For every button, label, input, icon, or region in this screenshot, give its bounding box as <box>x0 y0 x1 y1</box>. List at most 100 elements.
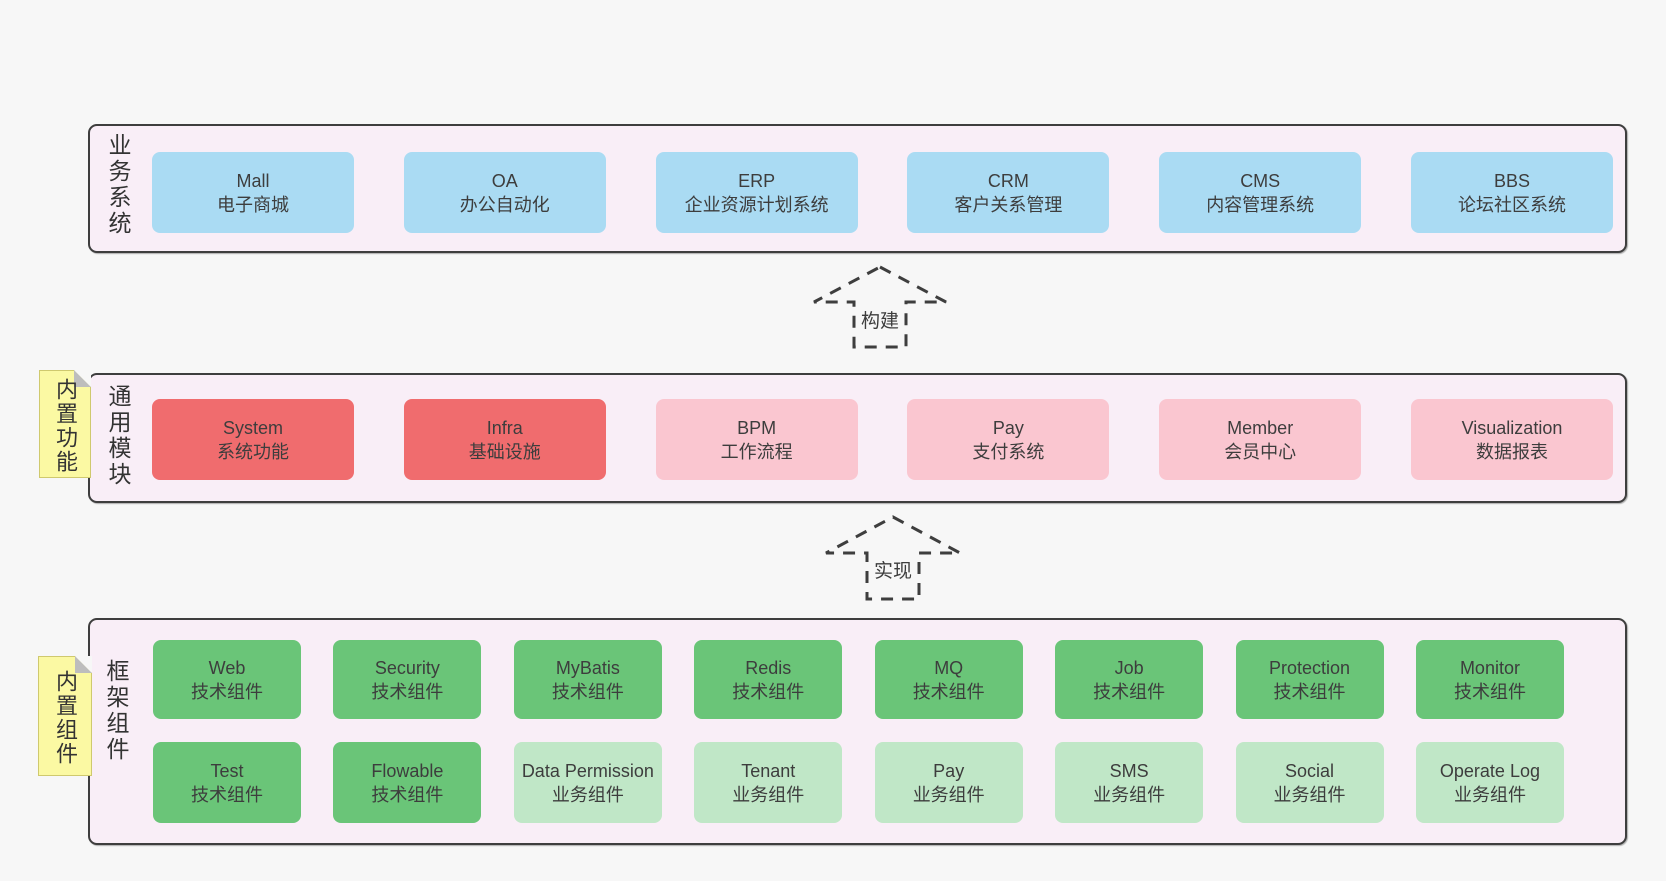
up-arrow-dashed-icon <box>825 515 961 601</box>
arrow-implement-label: 实现 <box>870 555 916 584</box>
box-subtitle-zh: 业务组件 <box>1453 784 1526 805</box>
box-subtitle-zh: 客户关系管理 <box>954 194 1063 215</box>
box-subtitle-zh: 业务组件 <box>551 784 624 805</box>
box-subtitle-zh: 数据报表 <box>1475 441 1548 462</box>
box-title-en: Data Permission <box>521 760 654 781</box>
box-data-permission: Data Permission 业务组件 <box>513 742 662 823</box>
box-job: Job 技术组件 <box>1055 640 1204 719</box>
sticky-note-built-in-functions: 内置功能 <box>39 370 91 478</box>
box-title-en: Protection <box>1269 657 1351 678</box>
box-subtitle-zh: 办公自动化 <box>459 194 550 215</box>
box-subtitle-zh: 论坛社区系统 <box>1457 194 1566 215</box>
box-subtitle-zh: 技术组件 <box>732 681 805 702</box>
box-subtitle-zh: 业务组件 <box>1273 784 1346 805</box>
box-subtitle-zh: 企业资源计划系统 <box>684 194 829 215</box>
box-title-en: Operate Log <box>1439 760 1540 781</box>
box-protection: Protection 技术组件 <box>1235 640 1384 719</box>
box-mall: Mall 电子商城 <box>152 152 354 233</box>
box-subtitle-zh: 技术组件 <box>1453 681 1526 702</box>
box-title-en: Security <box>374 657 440 678</box>
arrow-implement: 实现 <box>822 513 964 603</box>
box-member: Member 会员中心 <box>1159 399 1362 480</box>
box-subtitle-zh: 技术组件 <box>551 681 624 702</box>
box-title-en: CMS <box>1240 170 1281 191</box>
box-infra: Infra 基础设施 <box>403 399 606 480</box>
box-subtitle-zh: 基础设施 <box>468 441 541 462</box>
business-box-row: Mall 电子商城 OA 办公自动化 ERP 企业资源计划系统 CRM 客户关系管理 CMS 内容… <box>152 152 1613 233</box>
box-title-en: CRM <box>987 170 1029 191</box>
box-subtitle-zh: 电子商城 <box>217 194 289 215</box>
box-mybatis: MyBatis 技术组件 <box>513 640 662 719</box>
box-sms: SMS 业务组件 <box>1055 742 1204 823</box>
box-title-en: Tenant <box>741 760 796 781</box>
box-title-en: Redis <box>745 657 792 678</box>
box-operate-log: Operate Log 业务组件 <box>1415 742 1564 823</box>
box-title-en: Test <box>210 760 244 781</box>
box-subtitle-zh: 技术组件 <box>191 784 263 805</box>
box-subtitle-zh: 工作流程 <box>720 441 793 462</box>
box-subtitle-zh: 系统功能 <box>217 441 289 462</box>
box-cms: CMS 内容管理系统 <box>1159 152 1362 233</box>
band-label-framework-components: 框架组件 <box>103 659 129 763</box>
box-security: Security 技术组件 <box>333 640 482 719</box>
box-redis: Redis 技术组件 <box>694 640 843 719</box>
sticky-note-text: 内置功能 <box>53 378 78 475</box>
box-title-en: Mall <box>236 170 270 191</box>
box-title-en: Monitor <box>1459 657 1520 678</box>
box-visualization: Visualization 数据报表 <box>1410 399 1613 480</box>
box-mq: MQ 技术组件 <box>874 640 1023 719</box>
box-subtitle-zh: 业务组件 <box>732 784 805 805</box>
box-title-en: BPM <box>737 417 777 438</box>
modules-box-row: System 系统功能 Infra 基础设施 BPM 工作流程 Pay 支付系统 Member 会… <box>152 399 1613 480</box>
sticky-note-text: 内置组件 <box>53 670 78 767</box>
box-subtitle-zh: 业务组件 <box>912 784 985 805</box>
band-label-common-modules: 通用模块 <box>105 384 131 488</box>
box-subtitle-zh: 技术组件 <box>371 784 444 805</box>
box-subtitle-zh: 内容管理系统 <box>1206 194 1315 215</box>
box-title-en: Flowable <box>371 760 444 781</box>
box-subtitle-zh: 支付系统 <box>972 441 1045 462</box>
box-subtitle-zh: 技术组件 <box>1093 681 1166 702</box>
box-social: Social 业务组件 <box>1235 742 1384 823</box>
box-title-en: MQ <box>934 657 964 678</box>
sticky-note-built-in-components: 内置组件 <box>38 656 92 776</box>
box-system: System 系统功能 <box>152 399 354 480</box>
box-pay: Pay 支付系统 <box>907 399 1110 480</box>
box-title-en: Visualization <box>1461 417 1563 438</box>
box-title-en: Pay <box>992 417 1024 438</box>
box-flowable: Flowable 技术组件 <box>333 742 482 823</box>
box-title-en: SMS <box>1109 760 1149 781</box>
box-title-en: System <box>222 417 283 438</box>
box-title-en: Social <box>1285 760 1335 781</box>
box-crm: CRM 客户关系管理 <box>907 152 1110 233</box>
band-label-business-systems: 业务系统 <box>105 133 131 237</box>
box-title-en: ERP <box>738 170 776 191</box>
box-subtitle-zh: 技术组件 <box>912 681 985 702</box>
box-title-en: OA <box>491 170 518 191</box>
box-title-en: Member <box>1227 417 1294 438</box>
box-title-en: Web <box>208 657 246 678</box>
box-pay: Pay 业务组件 <box>874 742 1023 823</box>
box-oa: OA 办公自动化 <box>403 152 606 233</box>
arrow-build: 构建 <box>810 263 950 351</box>
box-test: Test 技术组件 <box>153 742 301 823</box>
box-bpm: BPM 工作流程 <box>655 399 858 480</box>
box-title-en: Job <box>1114 657 1144 678</box>
box-bbs: BBS 论坛社区系统 <box>1410 152 1613 233</box>
box-subtitle-zh: 业务组件 <box>1093 784 1166 805</box>
box-erp: ERP 企业资源计划系统 <box>655 152 858 233</box>
box-subtitle-zh: 技术组件 <box>1273 681 1346 702</box>
box-title-en: Infra <box>486 417 523 438</box>
arrow-build-label: 构建 <box>857 305 903 334</box>
box-monitor: Monitor 技术组件 <box>1415 640 1564 719</box>
box-title-en: MyBatis <box>555 657 620 678</box>
box-title-en: Pay <box>933 760 965 781</box>
box-tenant: Tenant 业务组件 <box>694 742 843 823</box>
box-title-en: BBS <box>1493 170 1530 191</box>
box-subtitle-zh: 技术组件 <box>371 681 444 702</box>
box-subtitle-zh: 会员中心 <box>1224 441 1297 462</box>
